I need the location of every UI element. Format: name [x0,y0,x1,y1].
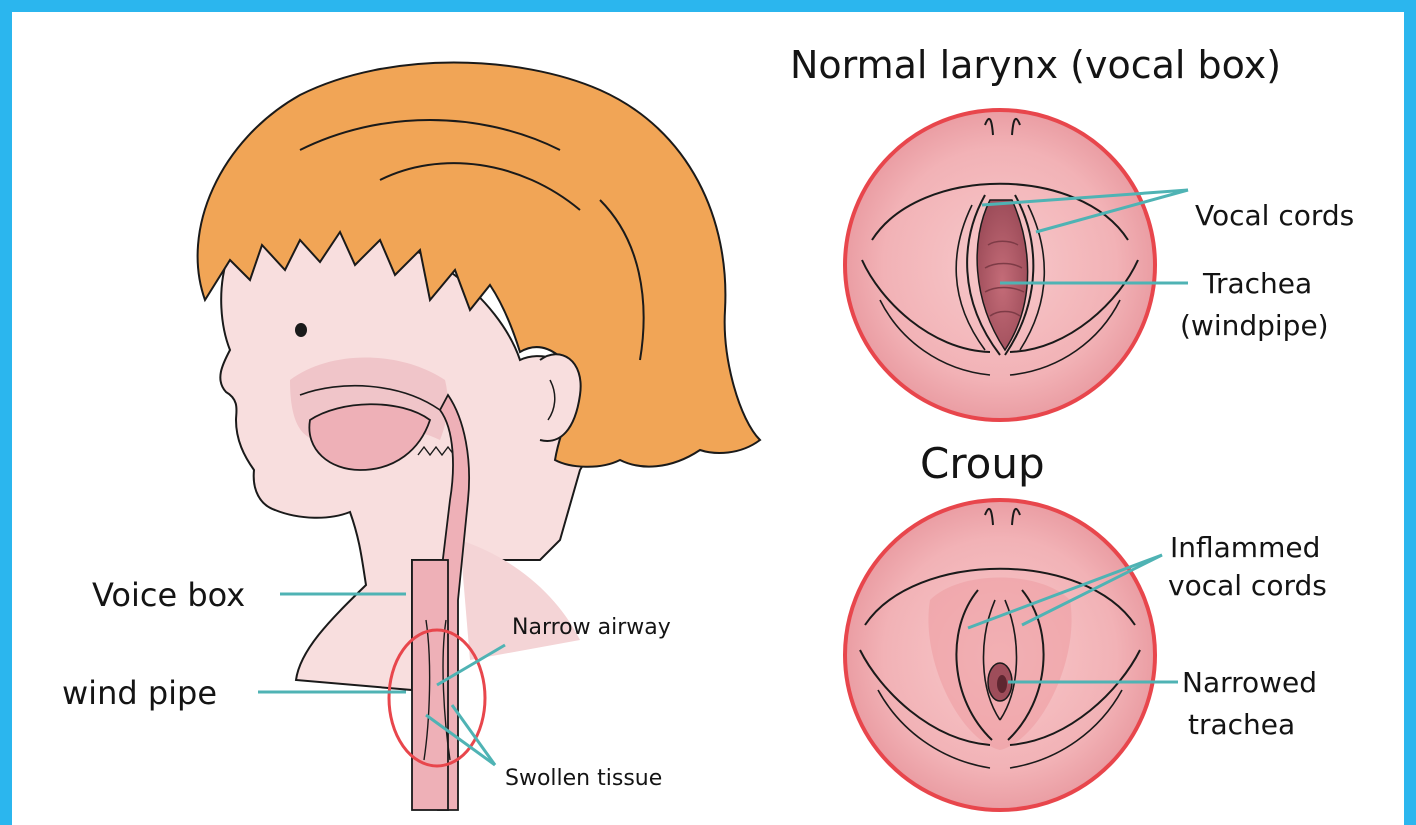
child-head [198,63,760,811]
normal-larynx-view [845,110,1188,420]
inflamed-label-line1: Inflammed [1170,531,1320,564]
inflamed-label-line2: vocal cords [1168,569,1327,602]
vocal-cords-label: Vocal cords [1195,199,1354,232]
swollen-tissue-label: Swollen tissue [505,766,662,791]
eye [295,323,307,337]
narrowed-label-line1: Narrowed [1182,666,1317,699]
narrowed-trachea-inner [997,675,1007,693]
trachea-label: Trachea [1202,267,1312,300]
narrowed-label-line2: trachea [1188,708,1295,741]
illustration-frame: Voice box wind pipe Narrow airway Swolle… [12,12,1404,825]
narrow-airway-label: Narrow airway [512,615,671,640]
wind-pipe-label: wind pipe [62,674,217,712]
croup-diagram: Voice box wind pipe Narrow airway Swolle… [12,12,1404,825]
normal-larynx-title: Normal larynx (vocal box) [790,43,1281,87]
windpipe-label: (windpipe) [1180,309,1329,342]
croup-title: Croup [920,439,1045,488]
croup-larynx-view [845,500,1178,810]
voice-box-label: Voice box [92,576,245,614]
